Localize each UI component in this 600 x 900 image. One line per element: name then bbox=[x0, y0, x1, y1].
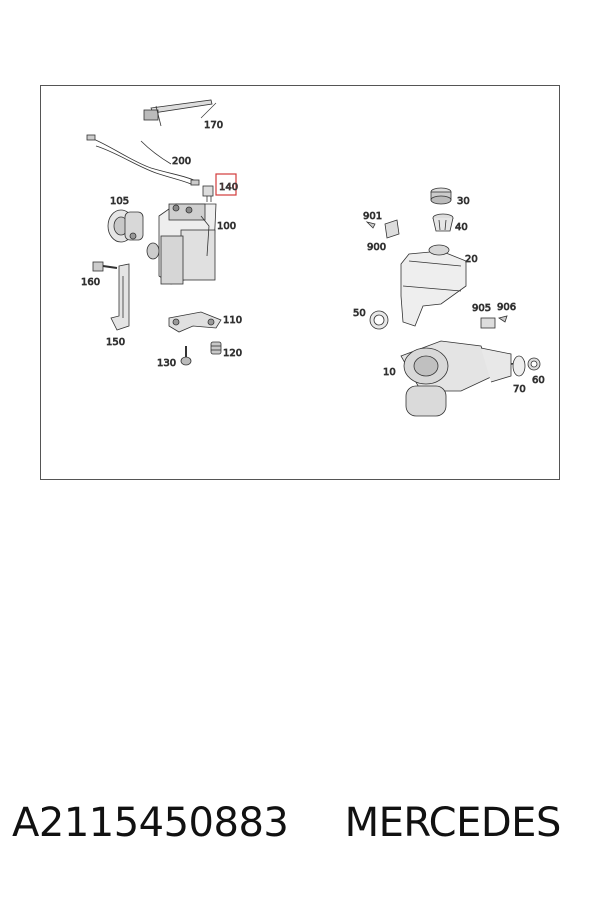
callout-901: 901 bbox=[363, 211, 382, 222]
callout-905: 905 bbox=[472, 303, 491, 314]
callout-130: 130 bbox=[157, 358, 176, 369]
hydraulic-unit-part bbox=[146, 203, 217, 285]
gasket-part bbox=[512, 355, 526, 377]
callout-30: 30 bbox=[457, 196, 470, 207]
sensor-part bbox=[480, 317, 496, 329]
clip-part bbox=[498, 315, 508, 323]
callout-150: 150 bbox=[106, 337, 125, 348]
brake-booster-part bbox=[400, 340, 526, 417]
brand-name: MERCEDES bbox=[344, 800, 562, 846]
callout-70: 70 bbox=[513, 384, 526, 395]
bracket-part bbox=[110, 263, 130, 331]
mounting-bracket-part bbox=[168, 311, 222, 333]
callout-50: 50 bbox=[353, 308, 366, 319]
callout-105: 105 bbox=[110, 196, 129, 207]
callout-200: 200 bbox=[172, 156, 191, 167]
callout-120: 120 bbox=[223, 348, 242, 359]
nut-part bbox=[527, 357, 541, 371]
highlight-box bbox=[215, 173, 237, 196]
grommet-part bbox=[384, 219, 400, 239]
wiring-harness-part bbox=[86, 134, 200, 186]
screw-part bbox=[180, 346, 192, 366]
sealing-ring-part bbox=[369, 310, 389, 330]
parts-diagram: 170 200 140 105 100 160 150 110 120 130 … bbox=[81, 99, 545, 417]
callout-20: 20 bbox=[465, 254, 478, 265]
strainer-part bbox=[432, 213, 454, 232]
callout-160: 160 bbox=[81, 277, 100, 288]
callout-10: 10 bbox=[383, 367, 396, 378]
pin-part bbox=[365, 221, 376, 229]
callout-60: 60 bbox=[532, 375, 545, 386]
callout-906: 906 bbox=[497, 302, 516, 313]
fluid-reservoir-part bbox=[400, 244, 467, 327]
callout-900: 900 bbox=[367, 242, 386, 253]
reservoir-cap-part bbox=[430, 187, 452, 205]
part-number: A2115450883 bbox=[12, 800, 289, 846]
leader-line bbox=[200, 102, 217, 119]
callout-140: 140 bbox=[219, 182, 238, 193]
pressure-accumulator-part bbox=[107, 209, 144, 243]
connector-part bbox=[202, 185, 214, 202]
bolt-part bbox=[92, 261, 118, 272]
callout-110: 110 bbox=[223, 315, 242, 326]
product-caption: A2115450883 MERCEDES bbox=[12, 800, 592, 860]
callout-170: 170 bbox=[204, 120, 223, 131]
rubber-mount-part bbox=[210, 341, 222, 355]
callout-100: 100 bbox=[217, 221, 236, 232]
cable-tie-part bbox=[143, 99, 213, 127]
parts-diagram-frame: 170 200 140 105 100 160 150 110 120 130 … bbox=[40, 85, 560, 480]
callout-40: 40 bbox=[455, 222, 468, 233]
